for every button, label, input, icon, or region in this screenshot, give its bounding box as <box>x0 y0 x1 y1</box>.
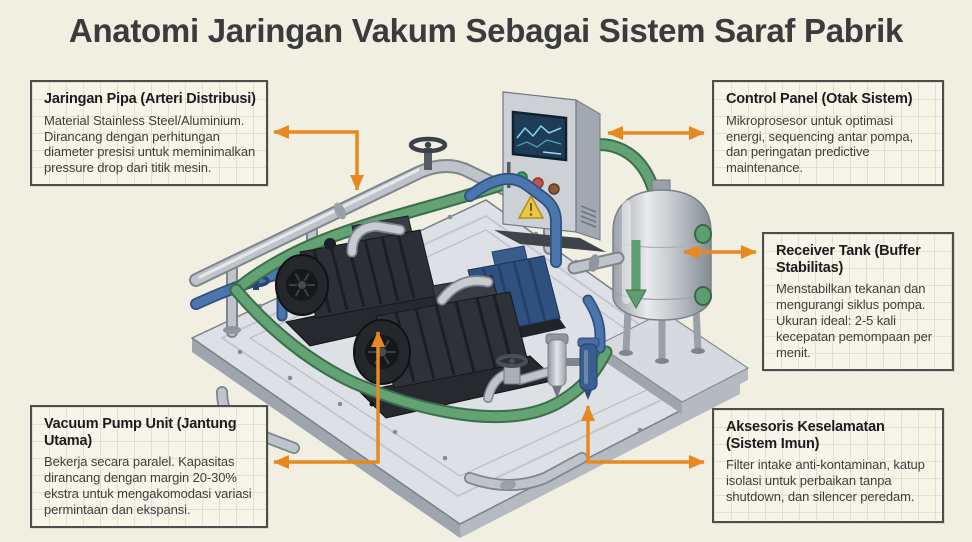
panel-vent-grille <box>580 205 597 228</box>
piping-blue-center <box>464 173 562 268</box>
pump-discharge-elbows <box>346 220 494 306</box>
callout-title: Aksesoris Keselamatan (Sistem Imun) <box>726 419 885 452</box>
callout-title: Receiver Tank (Buffer Stabilitas) <box>776 243 921 276</box>
inline-filter-blue <box>577 337 600 400</box>
connector-arrow-safety <box>581 405 705 469</box>
callout-body: Filter intake anti-kontaminan, katup iso… <box>726 457 925 505</box>
callout-receiver-tank: Receiver Tank (Buffer Stabilitas) Mensta… <box>762 232 954 371</box>
warning-icon <box>517 194 545 219</box>
piping-blue-right <box>582 294 606 354</box>
callout-title: Control Panel (Otak Sistem) <box>726 91 913 107</box>
callout-body: Menstabilkan tekanan dan mengurangi sikl… <box>776 281 932 360</box>
control-panel-cabinet <box>494 91 606 252</box>
callout-aksesoris-keselamatan: Aksesoris Keselamatan (Sistem Imun) Filt… <box>712 408 944 523</box>
callout-title: Jaringan Pipa (Arteri Distribusi) <box>44 91 256 107</box>
isolation-valve-handwheel <box>408 136 448 170</box>
panel-screen <box>511 110 568 162</box>
callout-control-panel: Control Panel (Otak Sistem) Mikroproseso… <box>712 80 944 187</box>
callout-title: Vacuum Pump Unit (Jantung Utama) <box>44 416 237 449</box>
tank-flow-arrow <box>625 240 647 310</box>
tank-ports <box>694 224 712 306</box>
callout-connectors <box>273 125 757 469</box>
page-title: Anatomi Jaringan Vakum Sebagai Sistem Sa… <box>68 12 904 49</box>
callout-jaringan-pipa: Jaringan Pipa (Arteri Distribusi) Materi… <box>30 80 268 187</box>
tank-skid <box>596 311 750 414</box>
callout-vacuum-pump-unit: Vacuum Pump Unit (Jantung Utama) Bekerja… <box>30 405 268 528</box>
inline-filter-silver <box>545 333 582 398</box>
connector-arrow-pump <box>273 331 385 469</box>
receiver-tank <box>567 179 712 364</box>
service-valve-handwheel <box>483 354 553 403</box>
tank-legs <box>622 307 702 360</box>
callout-body: Material Stainless Steel/Aluminium. Dira… <box>44 112 256 176</box>
callout-body: Bekerja secara paralel. Kapasitas diranc… <box>44 454 252 517</box>
connector-arrow-pipes <box>273 125 364 191</box>
callout-body: Mikroprosesor untuk optimasi energi, seq… <box>726 112 913 176</box>
